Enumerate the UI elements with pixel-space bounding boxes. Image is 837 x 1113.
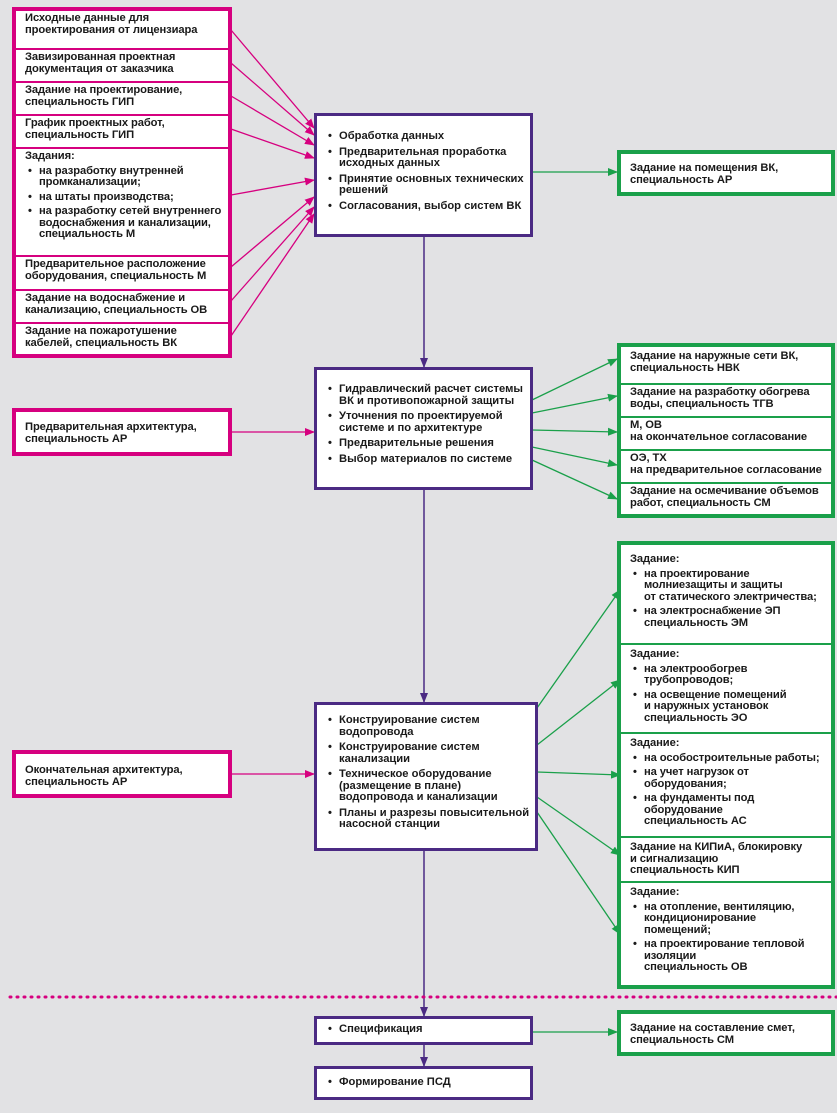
stage-5-psd: Формирование ПСД — [314, 1066, 533, 1100]
input-schedule-gip: График проектных работ, специальность ГИ… — [16, 114, 228, 147]
output-rooms-vk: Задание на помещения ВК, специальность А… — [617, 150, 835, 196]
stage-1: Обработка данных Предварительная прорабо… — [314, 113, 533, 237]
output-sm-volumes: Задание на осмечивание объемов работ, сп… — [621, 482, 831, 518]
output-item: на электроснабжение ЭП специальность ЭМ — [630, 605, 825, 629]
arrow-out3-2 — [536, 679, 621, 746]
stage-item: Предварительная проработка исходных данн… — [325, 146, 526, 170]
output-oe-tx: ОЭ, ТХ на предварительное согласование — [621, 449, 831, 482]
output-nvk: Задание на наружные сети ВК, специальнос… — [630, 350, 799, 374]
tasks-item: на штаты производства; — [25, 191, 222, 204]
output-group-eo: Задание: на электрообогрев трубопроводов… — [621, 643, 831, 732]
arrow-input-8 — [230, 213, 315, 337]
output-item: на особостроительные работы; — [630, 752, 825, 765]
output-item: на отопление, вентиляцию, кондиционирова… — [630, 901, 825, 937]
arrow-out3-5 — [536, 811, 621, 935]
output-group-ov: Задание: на отопление, вентиляцию, конди… — [621, 881, 831, 989]
output-kip: Задание на КИПиА, блокировку и сигнализа… — [621, 836, 831, 881]
arrow-input-3 — [230, 95, 315, 146]
input-prelim-arch: Предварительная архитектура, специальнос… — [12, 408, 232, 456]
output-item: на учет нагрузок от оборудования; — [630, 766, 825, 790]
arrow-input-1 — [230, 29, 315, 129]
output-m-ov: М, ОВ на окончательное согласование — [621, 416, 831, 449]
output-estimates-sm: Задание на составление смет, специальнос… — [617, 1010, 835, 1056]
arrow-input-5 — [230, 177, 315, 196]
stage-item: Техническое оборудование (размещение в п… — [325, 768, 531, 804]
tasks-item: на разработку внутренней промканализации… — [25, 165, 222, 189]
stage-item: Предварительные решения — [325, 437, 526, 450]
tasks-item: на разработку сетей внутреннего водоснаб… — [25, 205, 222, 241]
stage-4-specification: Спецификация — [314, 1016, 533, 1045]
stage-3: Конструирование систем водопровода Конст… — [314, 702, 538, 851]
stage-item: Принятие основных технических решений — [325, 173, 526, 197]
arrow-out2-5 — [531, 459, 618, 500]
output-group-em: Задание: на проектирование молниезащиты … — [621, 545, 831, 643]
input-tasks-group: Задания: на разработку внутренней промка… — [16, 147, 228, 255]
input-equipment-layout: Предварительное расположение оборудовани… — [16, 255, 228, 289]
stage-item: Конструирование систем водопровода — [325, 714, 531, 738]
stage-item: Спецификация — [325, 1023, 526, 1036]
arrow-out3-1 — [536, 589, 621, 709]
stage-item: Гидравлический расчет системы ВК и проти… — [325, 383, 526, 407]
arrow-out2-3 — [531, 427, 618, 436]
output-item: на проектирование молниезащиты и защиты … — [630, 568, 825, 604]
arrow-out2-2 — [531, 393, 618, 414]
input-fire-cables: Задание на пожаротушение кабелей, специа… — [16, 322, 228, 355]
arrow-out2-4 — [531, 446, 618, 468]
input-source-data: Исходные данные для проектирования от ли… — [25, 12, 198, 36]
output-stack-2: Задание на наружные сети ВК, специальнос… — [617, 343, 835, 518]
stage-item: Конструирование систем канализации — [325, 741, 531, 765]
stage-item: Уточнения по проектируемой системе и по … — [325, 410, 526, 434]
output-item: на фундаменты под оборудование специальн… — [630, 792, 825, 828]
output-item: на освещение помещений и наружных устано… — [630, 689, 825, 725]
input-customer-docs: Завизированная проектная документация от… — [16, 48, 228, 81]
arrow-out3-3 — [536, 770, 621, 779]
arrow-input-7 — [230, 206, 315, 302]
arrow-input-6 — [230, 196, 315, 268]
arrow-out2-1 — [531, 358, 618, 401]
output-item: на проектирование тепловой изоляции спец… — [630, 938, 825, 974]
stage-item: Обработка данных — [325, 130, 526, 143]
output-stack-3: Задание: на проектирование молниезащиты … — [617, 541, 835, 989]
input-final-arch: Окончательная архитектура, специальность… — [12, 750, 232, 798]
output-item: на электрообогрев трубопроводов; — [630, 663, 825, 687]
arrow-out3-4 — [536, 796, 621, 856]
arrow-input-2 — [230, 62, 315, 136]
output-tgv: Задание на разработку обогрева воды, спе… — [621, 383, 831, 416]
input-design-task-gip: Задание на проектирование, специальность… — [16, 81, 228, 114]
stage-item: Планы и разрезы повысительной насосной с… — [325, 807, 531, 831]
input-stack: Исходные данные для проектирования от ли… — [12, 7, 232, 358]
arrow-input-4 — [230, 128, 315, 159]
stage-2: Гидравлический расчет системы ВК и проти… — [314, 367, 533, 490]
stage-item: Формирование ПСД — [325, 1076, 526, 1089]
output-group-as: Задание: на особостроительные работы; на… — [621, 732, 831, 836]
input-water-ov: Задание на водоснабжение и канализацию, … — [16, 289, 228, 322]
stage-item: Согласования, выбор систем ВК — [325, 200, 526, 213]
stage-item: Выбор материалов по системе — [325, 453, 526, 466]
